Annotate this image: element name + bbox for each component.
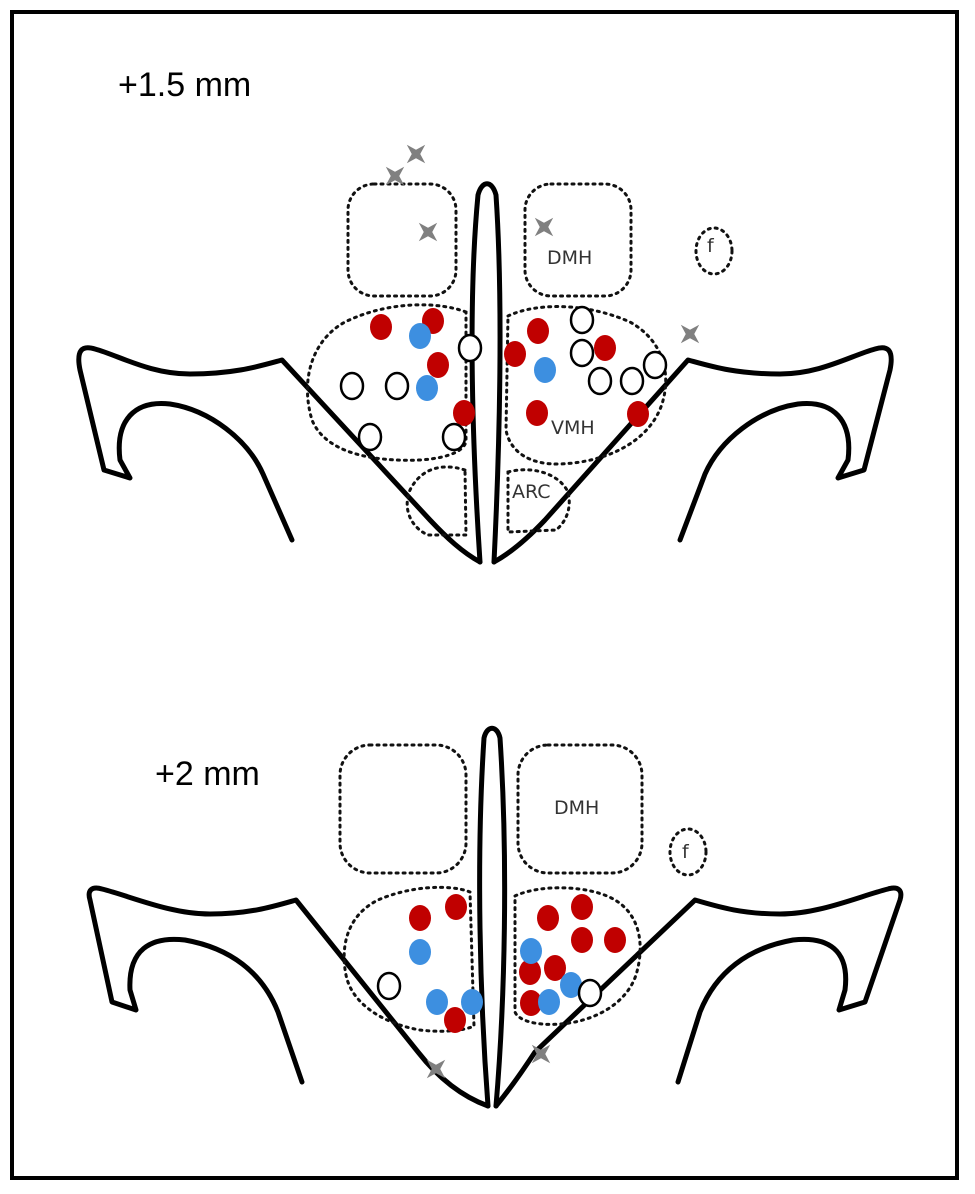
cross-marker — [385, 166, 405, 186]
blue-marker — [416, 375, 438, 401]
blue-marker — [409, 323, 431, 349]
open-marker — [569, 305, 595, 335]
open-marker — [384, 371, 410, 401]
open-marker — [339, 371, 365, 401]
blue-marker — [461, 989, 483, 1015]
open-marker — [619, 366, 645, 396]
section-2-right-outline — [493, 885, 904, 1109]
red-marker — [604, 927, 626, 953]
section-1-dmh-right-region — [523, 182, 633, 298]
red-marker — [427, 352, 449, 378]
red-marker — [445, 894, 467, 920]
cross-marker — [426, 1059, 446, 1079]
open-marker — [457, 333, 483, 363]
section-1-vmh-left-region — [305, 303, 468, 462]
section-1-third-ventricle — [469, 181, 503, 565]
section-2-left-outline — [86, 885, 491, 1109]
open-marker — [441, 422, 467, 452]
figure-frame — [10, 10, 959, 1180]
section-2-vmh-left-region — [342, 885, 476, 1033]
cross-marker — [680, 324, 700, 344]
open-marker — [577, 978, 603, 1008]
section-2-dmh-left-region — [338, 743, 468, 875]
section-1-markers — [339, 144, 700, 452]
section-2-third-ventricle — [477, 725, 508, 1109]
section-1-label: +1.5 mm — [118, 66, 251, 104]
open-marker — [357, 422, 383, 452]
blue-marker — [538, 989, 560, 1015]
blue-marker — [520, 938, 542, 964]
open-marker — [642, 350, 668, 380]
section-2-label: +2 mm — [155, 755, 260, 793]
section-2-dmh-label: DMH — [554, 797, 599, 819]
red-marker — [544, 955, 566, 981]
section-2-dmh-right-region — [516, 743, 644, 875]
red-marker — [526, 400, 548, 426]
section-1-dmh-left-region — [346, 182, 458, 298]
red-marker — [444, 1007, 466, 1033]
section-1-arc-label: ARC — [512, 481, 551, 503]
blue-marker — [426, 989, 448, 1015]
blue-marker — [409, 939, 431, 965]
blue-marker — [560, 972, 582, 998]
section-2-fornix-label: f — [682, 841, 690, 863]
open-marker — [569, 338, 595, 368]
section-1-arc-left-region — [405, 465, 468, 537]
section-1-right-outline — [491, 345, 894, 565]
section-2-markers — [376, 894, 626, 1079]
red-marker — [409, 905, 431, 931]
section-1-dmh-label: DMH — [547, 247, 592, 269]
red-marker — [571, 927, 593, 953]
section-1-vmh-label: VMH — [551, 417, 595, 439]
section-1-left-outline — [76, 345, 483, 565]
open-marker — [587, 366, 613, 396]
cross-marker — [531, 1044, 551, 1064]
red-marker — [453, 400, 475, 426]
cross-marker — [534, 217, 554, 237]
red-marker — [537, 905, 559, 931]
section-1-fornix-region — [694, 226, 734, 276]
blue-marker — [534, 357, 556, 383]
section-2: +2 mm DMH f — [86, 725, 904, 1109]
red-marker — [370, 314, 392, 340]
red-marker — [594, 335, 616, 361]
red-marker — [627, 401, 649, 427]
red-marker — [504, 341, 526, 367]
open-marker — [376, 971, 402, 1001]
red-marker — [571, 894, 593, 920]
cross-marker — [418, 222, 438, 242]
cross-marker — [406, 144, 426, 164]
section-1-arc-right-region — [506, 468, 571, 534]
red-marker — [519, 959, 541, 985]
section-2-fornix-region — [668, 827, 708, 877]
red-marker — [520, 990, 542, 1016]
section-1-fornix-label: f — [707, 235, 715, 257]
red-marker — [527, 318, 549, 344]
section-1: +1.5 mm DMH VMH ARC f — [76, 66, 894, 565]
